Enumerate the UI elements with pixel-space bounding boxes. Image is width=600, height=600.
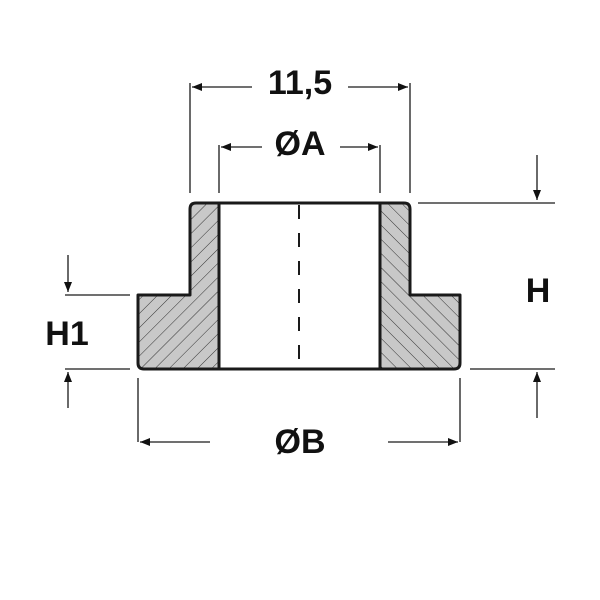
dimension-height: H <box>526 272 551 310</box>
dimension-top-width: 11,5 <box>268 64 332 102</box>
dimension-flange-height: H1 <box>45 315 88 353</box>
left-section <box>136 201 221 371</box>
dimension-arrows <box>64 83 541 446</box>
right-section <box>378 201 462 371</box>
dimension-outer-diameter: ØB <box>275 423 326 461</box>
extension-lines <box>65 83 555 442</box>
dimension-inner-diameter: ØA <box>275 125 326 163</box>
